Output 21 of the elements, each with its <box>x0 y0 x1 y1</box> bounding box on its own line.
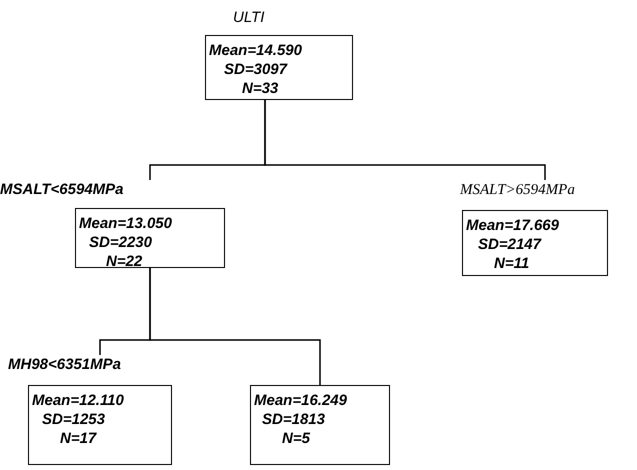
statistic-text: N=5 <box>282 429 310 448</box>
statistic-text: N=22 <box>106 252 142 271</box>
statistic-text: SD=3097 <box>224 60 287 79</box>
statistic-text: N=17 <box>60 429 96 448</box>
statistic-text: SD=1813 <box>262 410 325 429</box>
tree-connector <box>264 100 546 180</box>
split-condition: MSALT>6594MPa <box>460 181 575 200</box>
statistic-text: SD=2230 <box>89 233 152 252</box>
statistic-text: Mean=13.050 <box>79 214 172 233</box>
statistic-text: Mean=17.669 <box>466 216 559 235</box>
statistic-text: Mean=16.249 <box>254 391 347 410</box>
tree-root-label: ULTI <box>233 8 264 28</box>
statistic-text: SD=1253 <box>42 410 105 429</box>
statistic-text: N=33 <box>242 79 278 98</box>
statistic-text: N=11 <box>494 254 530 273</box>
statistic-text: SD=2147 <box>478 235 541 254</box>
split-condition: MH98<6351MPa <box>8 355 121 375</box>
statistic-text: Mean=14.590 <box>209 41 302 60</box>
statistic-text: Mean=12.110 <box>32 391 124 410</box>
tree-connector <box>149 268 321 385</box>
split-condition: MSALT<6594MPa <box>0 180 124 200</box>
